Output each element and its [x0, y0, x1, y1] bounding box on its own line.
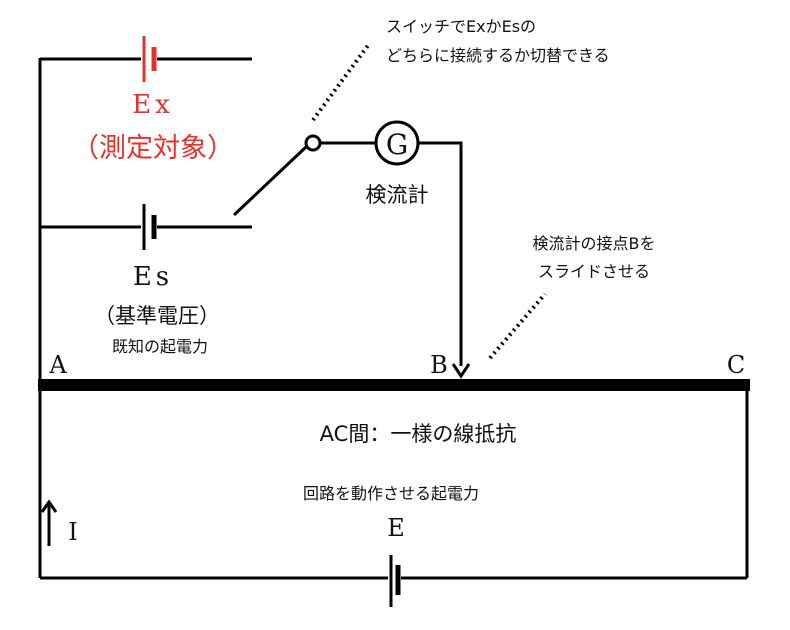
e-battery	[389, 555, 401, 607]
galvanometer-wire-right	[419, 141, 463, 366]
es-battery	[142, 204, 157, 250]
slide-leader-dots	[488, 292, 547, 360]
current-symbol: I	[68, 518, 77, 546]
ex-note: （測定対象）	[72, 133, 234, 164]
switch-note-line2: どちらに接続するか切替できる	[386, 46, 610, 65]
es-sub: 既知の起電力	[112, 337, 208, 356]
current-arrow-head	[40, 499, 58, 513]
wire-ac-label: AC間：一様の線抵抗	[320, 422, 517, 446]
galvanometer-name: 検流計	[366, 183, 429, 207]
circuit-emf-label: 回路を動作させる起電力	[303, 484, 479, 503]
switch-note-line1: スイッチでExかEsの	[386, 17, 536, 36]
resistance-wire-ac	[38, 379, 750, 391]
switch-leader-dots	[311, 42, 371, 122]
switch-blade	[232, 145, 308, 217]
es-symbol: Es	[133, 262, 173, 292]
point-a-label: A	[48, 351, 67, 379]
galvanometer-symbol: G	[386, 128, 408, 161]
switch-pivot	[304, 134, 322, 152]
es-note: （基準電圧）	[94, 304, 220, 328]
ex-battery	[142, 36, 157, 82]
ex-symbol: Ex	[132, 90, 174, 120]
wires	[38, 57, 749, 580]
galvanometer-icon	[374, 120, 420, 166]
slide-note-line2: スライドさせる	[538, 262, 650, 281]
contact-b-arrowhead	[451, 363, 471, 379]
slide-note-line1: 検流計の接点Bを	[533, 234, 656, 253]
e-symbol: E	[387, 514, 405, 542]
point-c-label: C	[727, 351, 745, 379]
point-b-label: B	[430, 351, 448, 379]
